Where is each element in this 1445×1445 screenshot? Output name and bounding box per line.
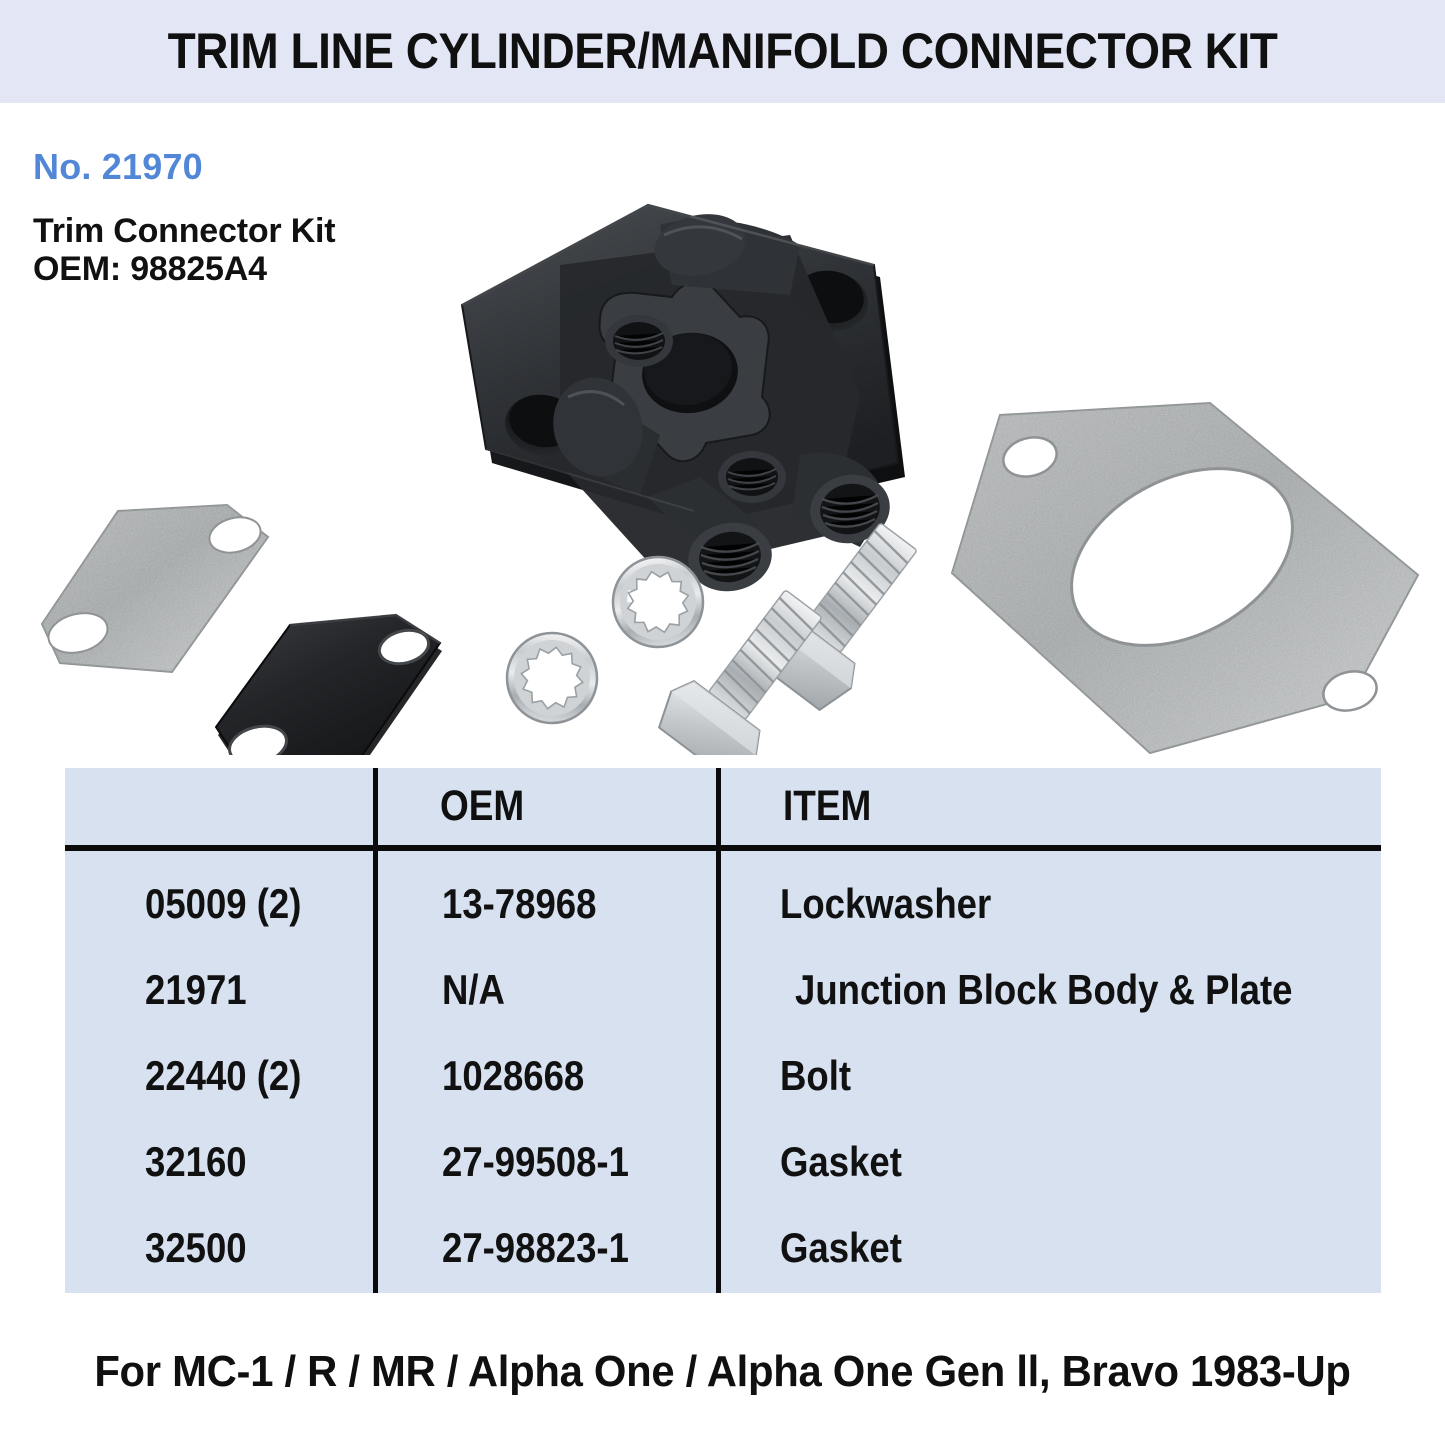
cell-ref: 05009 (2) — [145, 880, 302, 927]
bolt-2-illustration — [657, 590, 822, 755]
table-header-row: OEM ITEM — [65, 768, 1381, 845]
column-header-item: ITEM — [783, 782, 872, 830]
threaded-port-right — [792, 452, 890, 547]
cell-ref: 32160 — [145, 1138, 247, 1185]
cell-item: Gasket — [780, 1224, 902, 1271]
product-info-block: No. 21970 Trim Connector Kit OEM: 98825A… — [33, 148, 463, 288]
kit-oem-number: OEM: 98825A4 — [33, 249, 267, 288]
table-row: 21971 N/A Junction Block Body & Plate — [65, 954, 1381, 1038]
cell-ref: 22440 (2) — [145, 1052, 302, 1099]
column-divider-2 — [716, 768, 721, 1293]
cell-item: Gasket — [780, 1138, 902, 1185]
cell-oem: N/A — [442, 966, 505, 1013]
cell-ref: 21971 — [145, 966, 247, 1013]
column-divider-1 — [373, 768, 378, 1293]
column-header-oem: OEM — [440, 782, 525, 830]
table-row: 32500 27-98823-1 Gasket — [65, 1212, 1381, 1296]
threaded-port-top — [605, 315, 673, 367]
title-band: TRIM LINE CYLINDER/MANIFOLD CONNECTOR KI… — [0, 0, 1445, 103]
parts-table: OEM ITEM 05009 (2) 13-78968 Lockwasher 2… — [65, 768, 1381, 1293]
table-row: 22440 (2) 1028668 Bolt — [65, 1040, 1381, 1124]
part-number: No. 21970 — [33, 146, 203, 187]
table-row: 05009 (2) 13-78968 Lockwasher — [65, 868, 1381, 952]
cell-oem: 13-78968 — [442, 880, 597, 927]
kit-name: Trim Connector Kit — [33, 211, 336, 250]
page-title: TRIM LINE CYLINDER/MANIFOLD CONNECTOR KI… — [167, 23, 1278, 79]
compatibility-note: For MC-1 / R / MR / Alpha One / Alpha On… — [94, 1347, 1351, 1396]
table-row: 32160 27-99508-1 Gasket — [65, 1126, 1381, 1210]
lockwasher-1-illustration — [611, 555, 705, 649]
cell-item: Lockwasher — [780, 880, 992, 927]
product-photo — [0, 105, 1445, 755]
junction-block-illustration — [460, 203, 905, 592]
threaded-port-center — [718, 451, 786, 503]
gasket-large-grey-illustration — [950, 401, 1420, 755]
lockwasher-2-illustration — [505, 631, 599, 725]
threaded-port-bottom — [648, 477, 772, 592]
plate-black-illustration — [214, 613, 442, 755]
cell-item: Bolt — [780, 1052, 852, 1099]
cell-ref: 32500 — [145, 1224, 247, 1271]
gasket-small-grey-illustration — [40, 503, 270, 674]
header-separator-line — [65, 845, 1381, 851]
cell-oem: 27-99508-1 — [442, 1138, 629, 1185]
cell-item: Junction Block Body & Plate — [795, 966, 1293, 1013]
cell-oem: 1028668 — [442, 1052, 585, 1099]
cell-oem: 27-98823-1 — [442, 1224, 629, 1271]
